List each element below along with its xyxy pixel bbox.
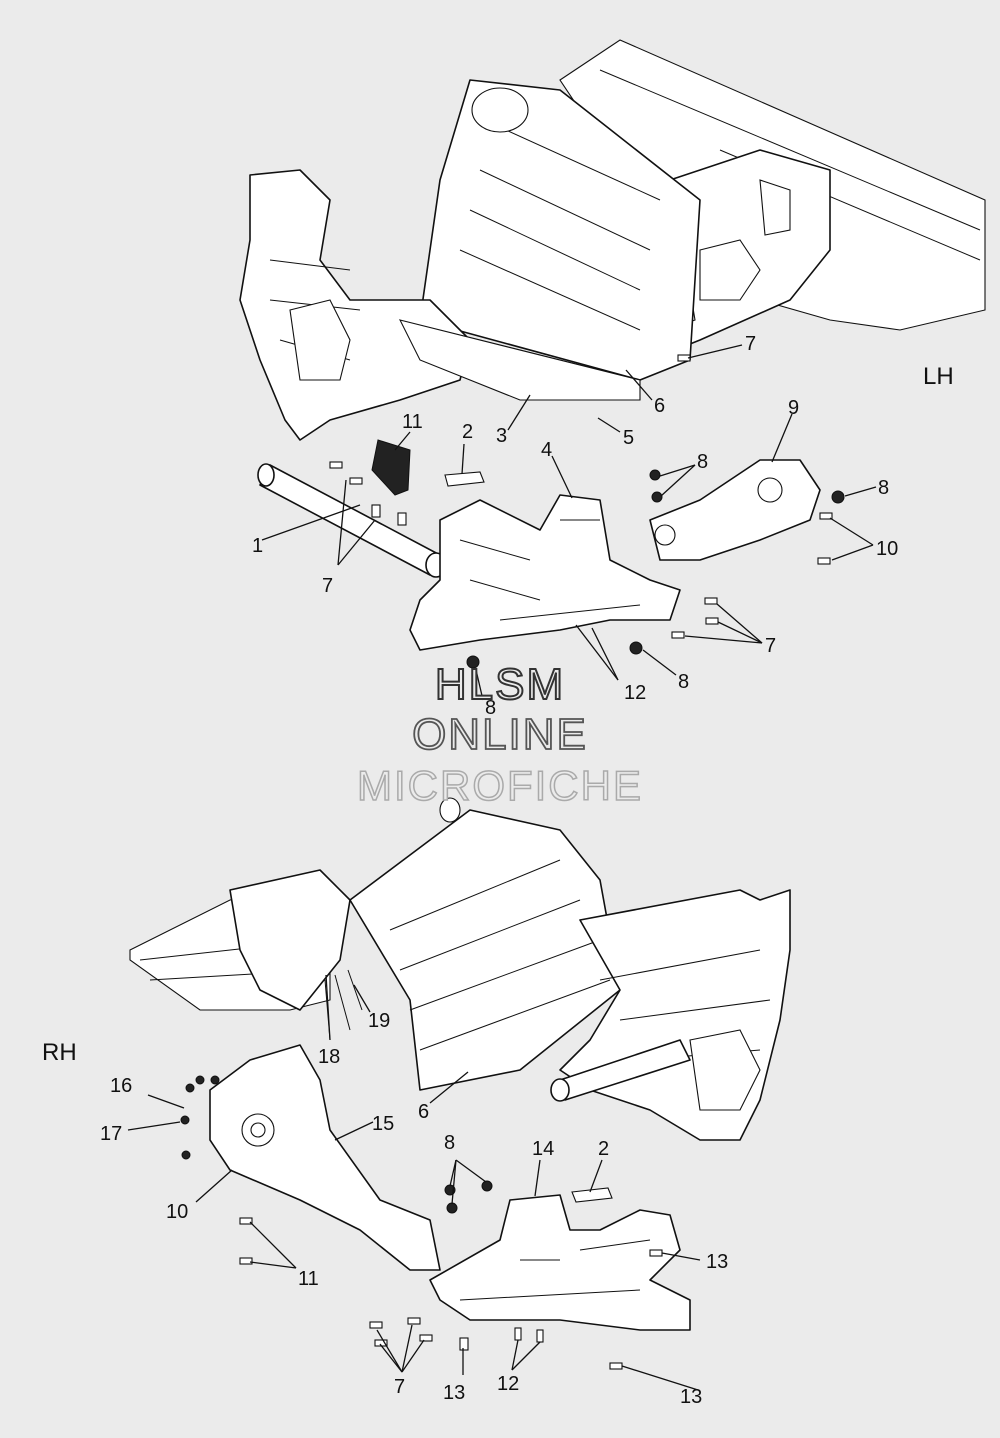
callout-13: 13 bbox=[680, 1386, 702, 1408]
callout-8: 8 bbox=[878, 477, 889, 499]
callout-7: 7 bbox=[745, 333, 756, 355]
callout-2: 2 bbox=[462, 421, 473, 443]
callout-8: 8 bbox=[444, 1132, 455, 1154]
callout-14: 14 bbox=[532, 1138, 554, 1160]
callout-2: 2 bbox=[598, 1138, 609, 1160]
callout-17: 17 bbox=[100, 1123, 122, 1145]
rh-fasteners bbox=[180, 1075, 663, 1370]
callout-7: 7 bbox=[765, 635, 776, 657]
part-4-crossmember bbox=[409, 494, 681, 651]
callout-12: 12 bbox=[497, 1373, 519, 1395]
callout-9: 9 bbox=[788, 397, 799, 419]
part-15-bracket bbox=[209, 1044, 441, 1271]
callout-16: 16 bbox=[110, 1075, 132, 1097]
callout-13: 13 bbox=[443, 1382, 465, 1404]
callout-11: 11 bbox=[402, 411, 423, 433]
callout-13: 13 bbox=[706, 1251, 728, 1273]
callout-10: 10 bbox=[166, 1201, 188, 1223]
callout-7: 7 bbox=[322, 575, 333, 597]
side-label-rh: RH bbox=[42, 1039, 77, 1066]
callout-18: 18 bbox=[318, 1046, 340, 1068]
leader-lines bbox=[127, 344, 877, 1391]
part-2-plate bbox=[444, 471, 485, 487]
rh-chassis-assembly bbox=[129, 797, 791, 1370]
part-9-bracket bbox=[649, 459, 821, 561]
callout-8: 8 bbox=[485, 697, 496, 719]
side-label-lh: LH bbox=[923, 363, 954, 390]
callout-4: 4 bbox=[541, 439, 552, 461]
callout-6: 6 bbox=[654, 395, 665, 417]
callout-7: 7 bbox=[394, 1376, 405, 1398]
callout-8: 8 bbox=[697, 451, 708, 473]
callout-15: 15 bbox=[372, 1113, 394, 1135]
callout-8: 8 bbox=[678, 671, 689, 693]
callout-12: 12 bbox=[624, 682, 646, 704]
callout-11: 11 bbox=[298, 1268, 319, 1290]
callout-labels-rh: 2 6 7 8 10 11 12 13 13 13 14 15 16 17 18… bbox=[100, 1010, 728, 1408]
callout-5: 5 bbox=[623, 427, 634, 449]
lh-chassis-assembly bbox=[239, 39, 986, 669]
callout-10: 10 bbox=[876, 538, 898, 560]
callout-3: 3 bbox=[496, 425, 507, 447]
callout-6: 6 bbox=[418, 1101, 429, 1123]
lh-fasteners bbox=[329, 354, 845, 669]
callout-labels-lh: 1 2 3 4 5 6 7 7 7 8 8 8 8 9 10 11 12 bbox=[252, 333, 898, 719]
callout-1: 1 bbox=[252, 535, 263, 557]
part-11-bracket bbox=[371, 439, 411, 496]
part-2-plate bbox=[571, 1187, 613, 1203]
part-14-crossmember bbox=[429, 1194, 691, 1331]
callout-19: 19 bbox=[368, 1010, 390, 1032]
